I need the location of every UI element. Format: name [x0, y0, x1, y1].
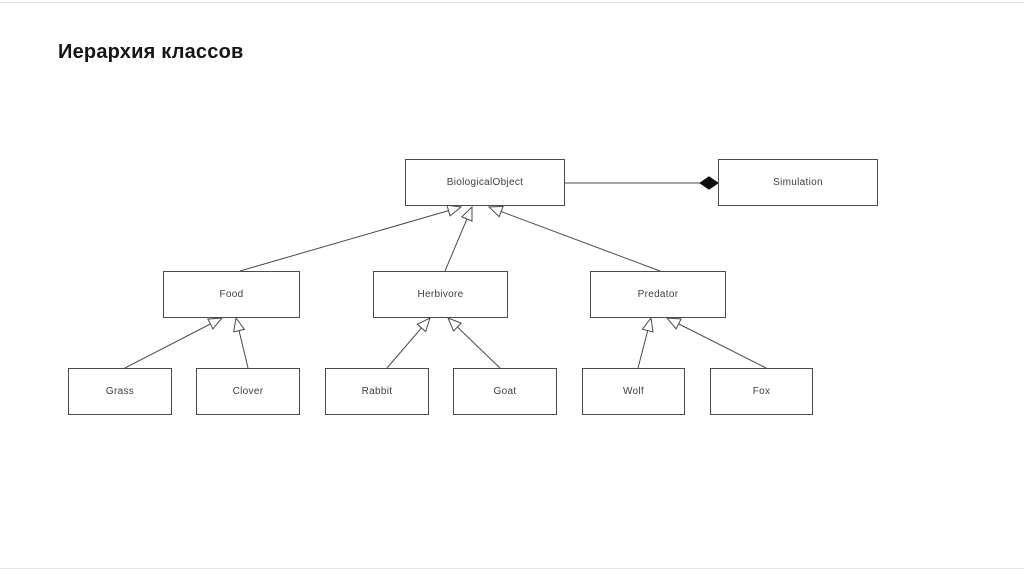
- class-box-biologicalobject: BiologicalObject: [405, 159, 565, 206]
- top-divider: [0, 2, 1024, 3]
- inheritance-arrow-rabbit-herbivore: [386, 317, 431, 369]
- class-label-herbivore: Herbivore: [417, 289, 464, 300]
- class-box-fox: Fox: [710, 368, 813, 415]
- class-label-clover: Clover: [232, 386, 264, 397]
- class-box-goat: Goat: [453, 368, 557, 415]
- inheritance-arrow-clover-food: [233, 316, 249, 369]
- class-label-rabbit: Rabbit: [361, 386, 393, 397]
- inheritance-arrow-grass-food: [124, 317, 224, 369]
- class-label-wolf: Wolf: [622, 386, 645, 397]
- inheritance-arrow-goat-herbivore: [447, 317, 501, 369]
- class-label-goat: Goat: [493, 386, 517, 397]
- class-label-grass: Grass: [105, 386, 135, 397]
- inheritance-arrow-fox-predator: [665, 317, 767, 369]
- class-label-food: Food: [219, 289, 244, 300]
- composition-diamond-icon: [699, 176, 719, 190]
- class-label-fox: Fox: [752, 386, 771, 397]
- bottom-divider: [0, 568, 1024, 569]
- inheritance-arrow-wolf-predator: [637, 316, 654, 369]
- class-box-predator: Predator: [590, 271, 726, 318]
- class-box-rabbit: Rabbit: [325, 368, 429, 415]
- class-label-biologicalobject: BiologicalObject: [446, 177, 524, 188]
- inheritance-arrow-food-biologicalobject: [239, 204, 463, 272]
- class-label-simulation: Simulation: [773, 177, 823, 188]
- class-box-clover: Clover: [196, 368, 300, 415]
- class-box-wolf: Wolf: [582, 368, 685, 415]
- composition-link-simulation-biologicalobject: [565, 176, 719, 190]
- class-box-grass: Grass: [68, 368, 172, 415]
- inheritance-arrow-herbivore-biologicalobject: [444, 205, 473, 272]
- class-box-food: Food: [163, 271, 300, 318]
- class-box-herbivore: Herbivore: [373, 271, 508, 318]
- page-title: Иерархия классов: [58, 41, 244, 63]
- class-box-simulation: Simulation: [718, 159, 878, 206]
- inheritance-arrow-predator-biologicalobject: [487, 205, 661, 272]
- class-label-predator: Predator: [637, 289, 679, 300]
